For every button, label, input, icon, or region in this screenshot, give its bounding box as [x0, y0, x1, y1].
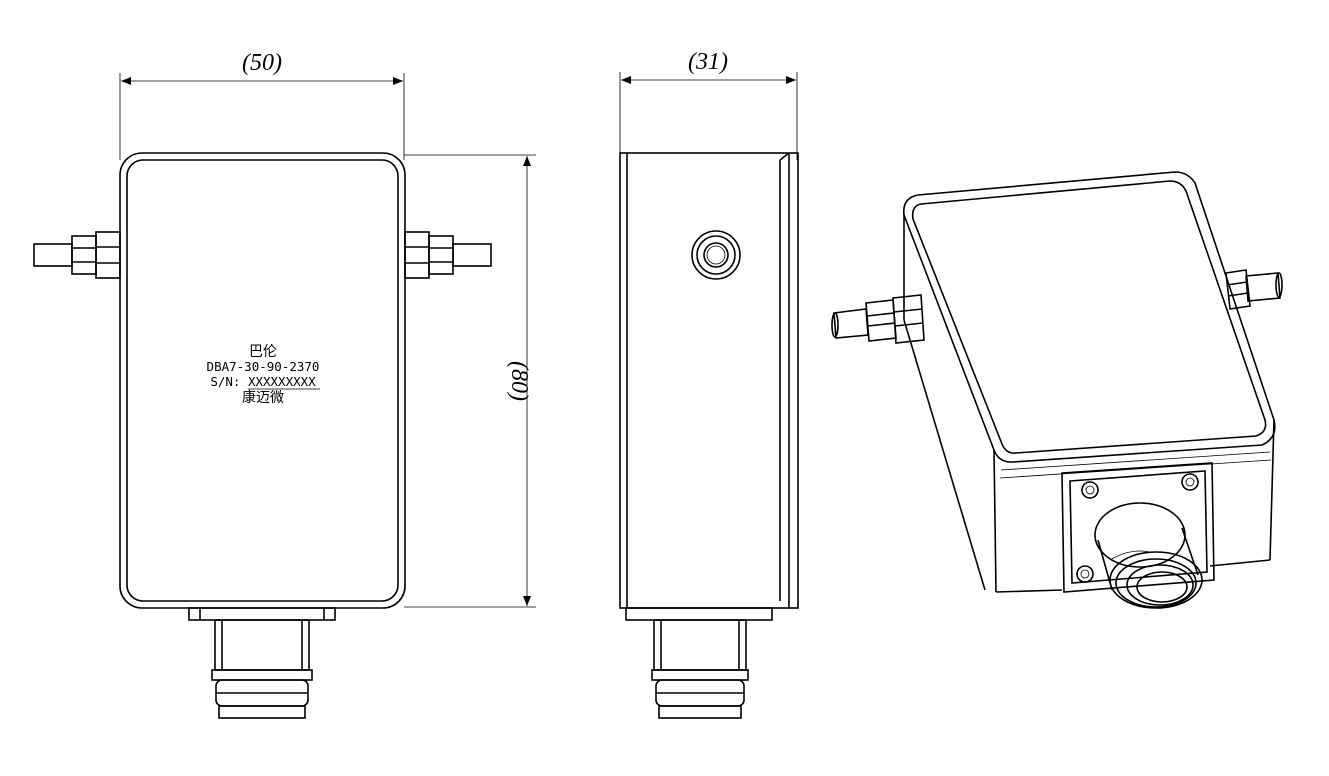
iso-n-connector	[1094, 502, 1203, 609]
height-dimension-label: (80)	[506, 361, 532, 401]
height-dimension-80: (80)	[404, 154, 536, 608]
width-dimension-31: (31)	[619, 49, 798, 160]
iso-right-connector	[1225, 269, 1283, 310]
iso-body-sides	[903, 215, 1275, 593]
label-line-2: DBA7-30-90-2370	[207, 359, 320, 374]
label-line-4: 康迈微	[242, 389, 284, 406]
label-line-3: S/N: XXXXXXXXX	[210, 374, 316, 389]
width-dimension-50: (50)	[119, 50, 405, 160]
bottom-n-connector	[188, 607, 336, 719]
side-view: (31)	[619, 49, 799, 719]
side-bottom-n-connector	[625, 607, 773, 719]
left-sma-connector	[33, 231, 121, 279]
isometric-view	[831, 171, 1283, 609]
product-label: 巴伦 DBA7-30-90-2370 S/N: XXXXXXXXX 康迈微	[207, 344, 320, 406]
iso-left-connector	[831, 294, 925, 344]
width-dimension-label: (50)	[242, 50, 282, 76]
side-width-dimension-label: (31)	[688, 49, 728, 75]
side-connector-port	[691, 230, 741, 280]
side-body	[619, 152, 799, 609]
front-view: (50) (80)	[33, 50, 536, 719]
iso-flange	[1061, 462, 1215, 593]
label-line-1: 巴伦	[249, 344, 277, 360]
right-sma-connector	[404, 231, 492, 279]
iso-top-face	[902, 171, 1276, 463]
